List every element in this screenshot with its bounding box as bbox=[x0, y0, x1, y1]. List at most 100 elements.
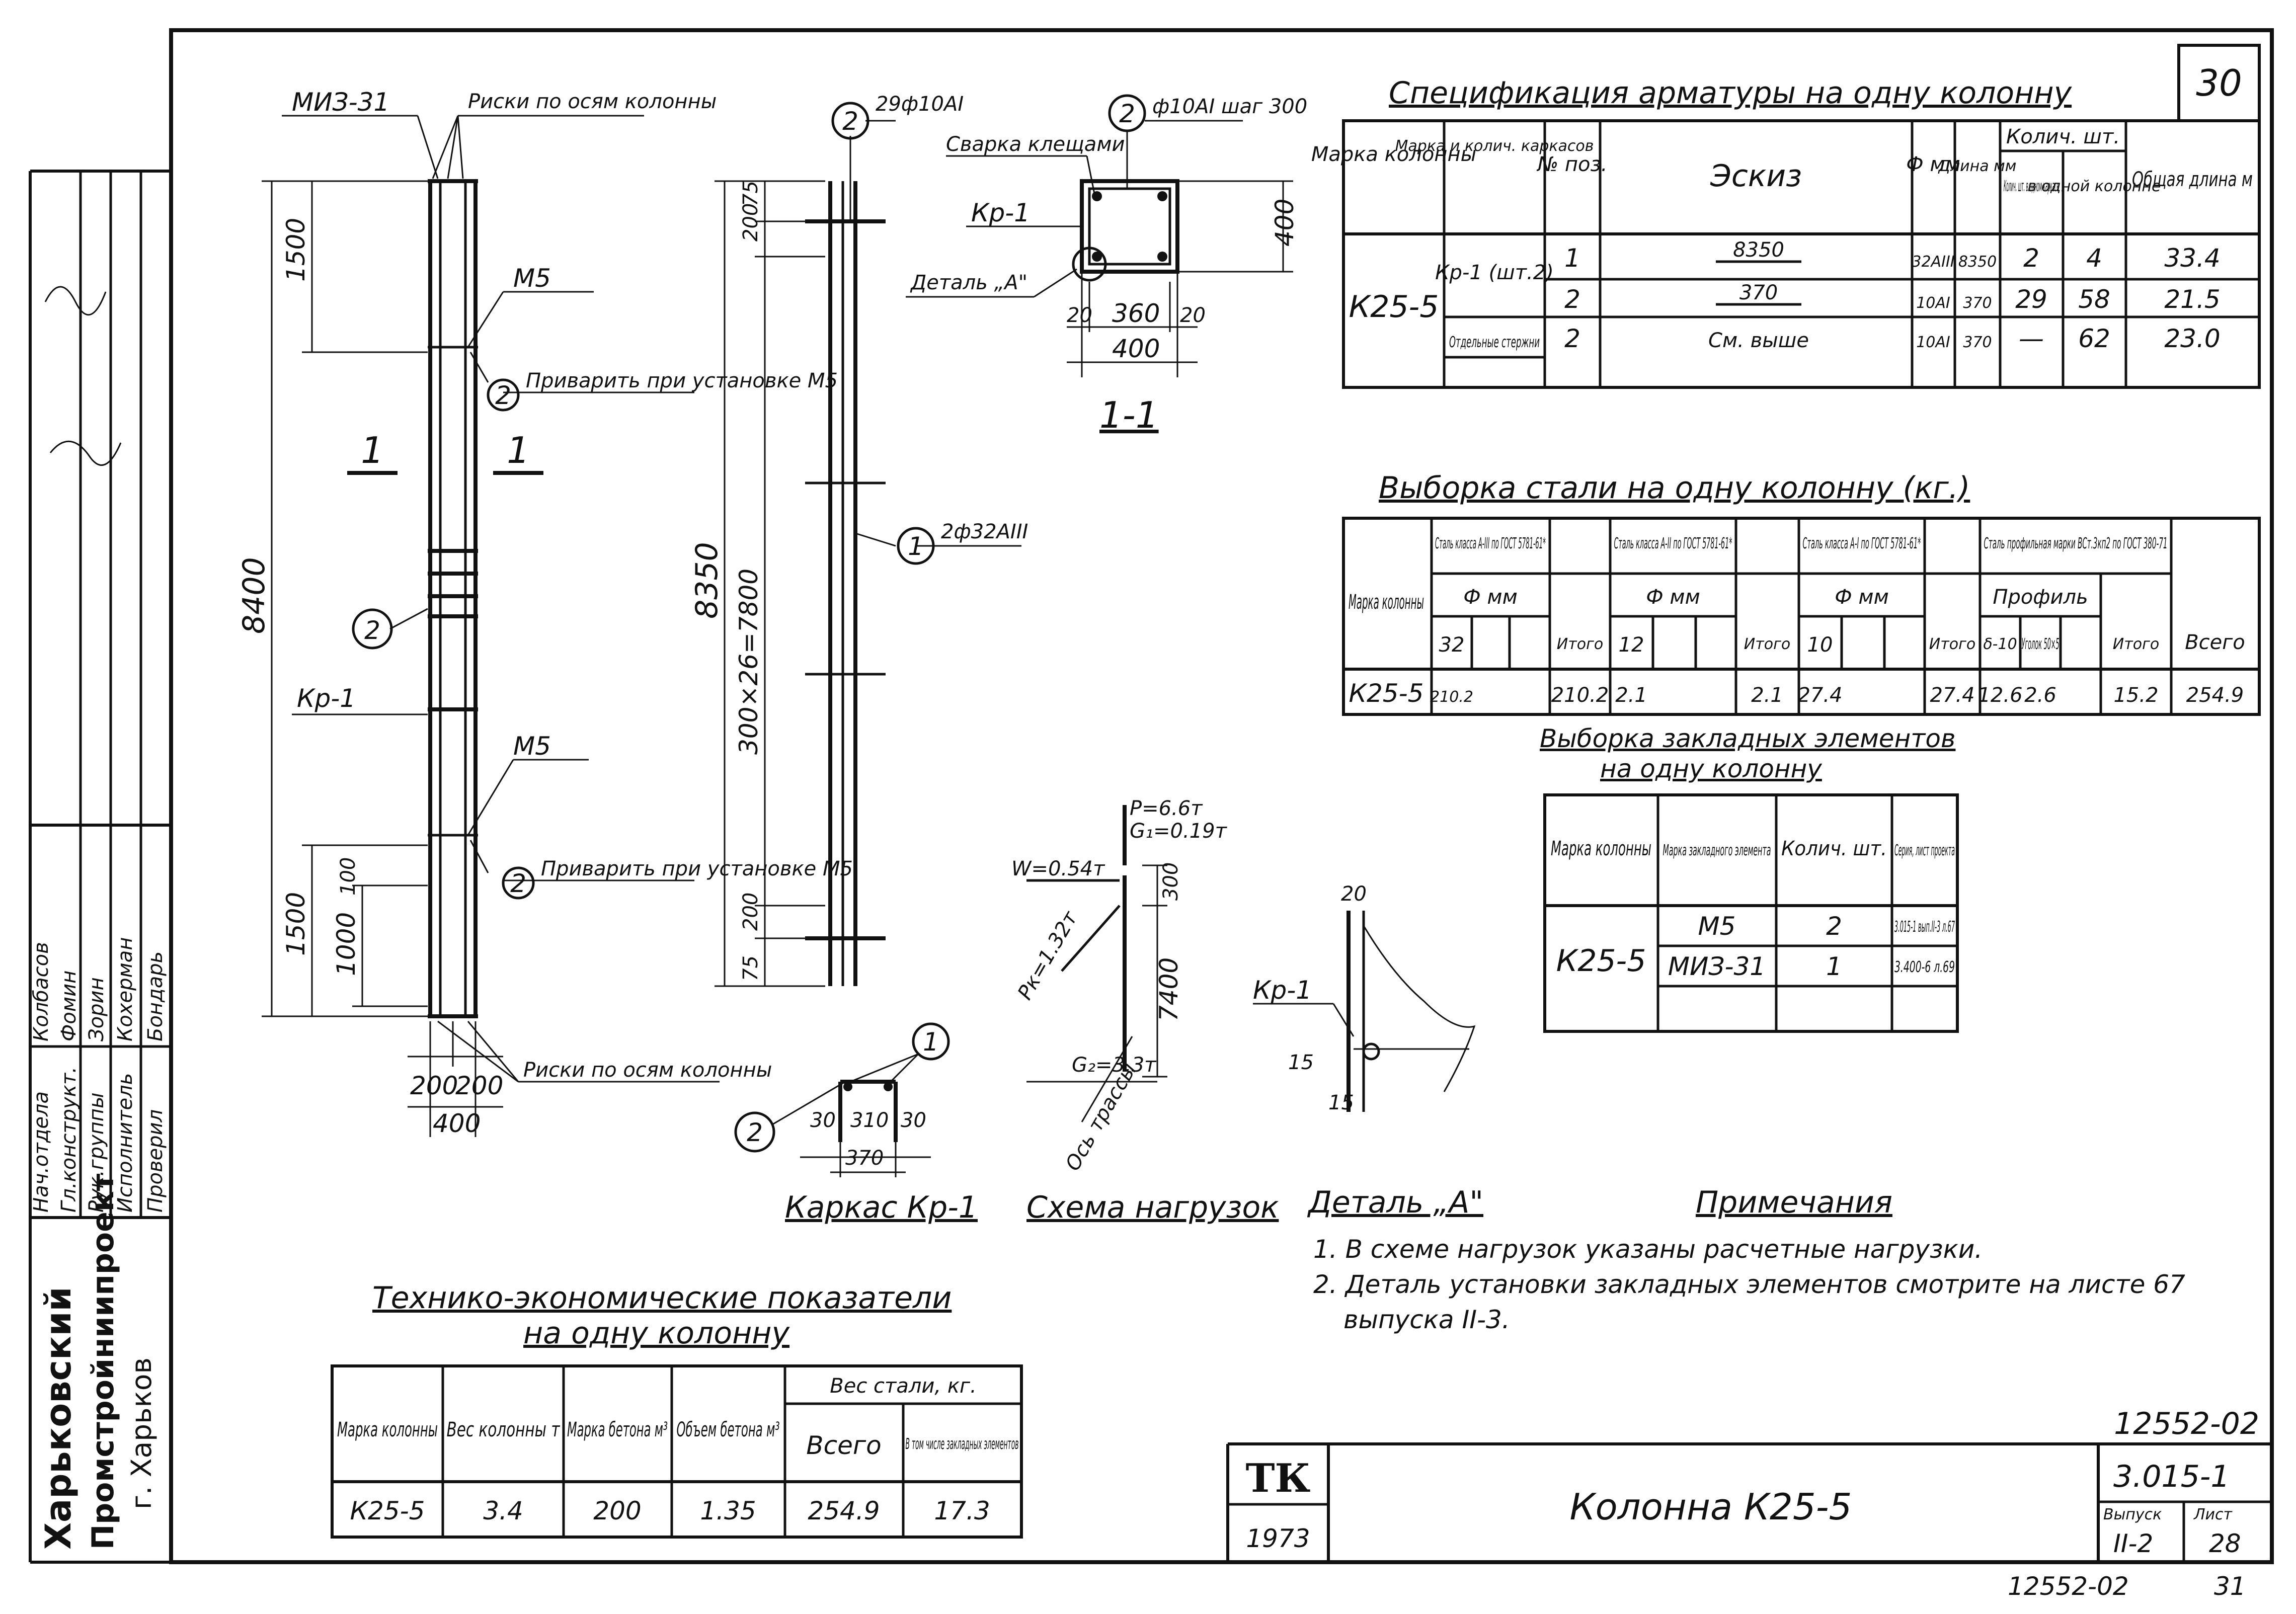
cage-dim-200-bot: 200 bbox=[739, 893, 762, 931]
load-W: W=0.54т bbox=[1011, 857, 1105, 880]
weld-note-b: Приварить при установке М5 bbox=[541, 857, 853, 880]
tep-h-mark: Марка колонны bbox=[337, 1418, 438, 1441]
embed-r1-qty: 1 bbox=[1826, 952, 1842, 981]
steel-sub-32: 32 bbox=[1439, 633, 1465, 657]
stamp-org-2: Промстройниипроект bbox=[86, 1173, 121, 1550]
notes-title: Примечания bbox=[1696, 1185, 1892, 1220]
sheet-frame bbox=[169, 28, 2274, 1564]
spec-r0-q2: 4 bbox=[2086, 244, 2102, 273]
tag-m5-b: М5 bbox=[513, 732, 551, 761]
detA-15a: 15 bbox=[1288, 1051, 1314, 1074]
steel-sub-10: 10 bbox=[1807, 633, 1833, 657]
tep-h-embedded: В том числе закладных элементов bbox=[906, 1435, 1019, 1453]
tag-axes-bot: Риски по осям колонны bbox=[523, 1059, 772, 1082]
stamp-name-0: Колбасов bbox=[30, 942, 53, 1041]
steel-r-a2t: 2.1 bbox=[1751, 684, 1783, 707]
spec-h-qty: Колич. шт. bbox=[2006, 125, 2120, 148]
spec-table: Спецификация арматуры на одну колонну Ма… bbox=[1311, 75, 2261, 389]
steel-h-itogo-p: Итого bbox=[2113, 635, 2159, 653]
steel-h-itogo-a3: Итого bbox=[1557, 635, 1603, 653]
title-logo: ТК bbox=[1246, 1456, 1311, 1501]
sec-kp1: Кр-1 bbox=[971, 198, 1030, 227]
cage-kr1: 2 29ф10АI 1 2ф32АIII 8350 300×26=7800 20… bbox=[689, 93, 1028, 987]
steel-h-itogo-a2: Итого bbox=[1744, 635, 1790, 653]
stamp-role-0: Нач.отдела bbox=[30, 1091, 53, 1213]
title-block: ТК 1973 Колонна К25-5 12552-02 3.015-1 В… bbox=[1226, 1406, 2272, 1601]
spec-r0-pos: 1 bbox=[1564, 244, 1580, 273]
steel-h-a2: Сталь класса А-II по ГОСТ 5781-61* bbox=[1614, 535, 1732, 552]
stamp-name-2: Зорин bbox=[85, 977, 108, 1041]
embed-h-ref: Серия, лист проекта bbox=[1894, 842, 1955, 859]
stamp-org-3: г. Харьков bbox=[125, 1357, 157, 1509]
tep-h-volume: Объем бетона м³ bbox=[677, 1418, 780, 1441]
sec-dim-20a: 20 bbox=[1067, 304, 1092, 327]
steel-sub-angle: Уголок 50×5 bbox=[2022, 635, 2060, 653]
cage-dim-7800: 300×26=7800 bbox=[734, 569, 763, 755]
page-number: 30 bbox=[2196, 62, 2242, 104]
cage-dim-75-bot: 75 bbox=[739, 955, 762, 981]
notes-item-1: 1. В схеме нагрузок указаны расчетные на… bbox=[1313, 1235, 1983, 1264]
tep-h-steel: Вес стали, кг. bbox=[830, 1375, 976, 1398]
title-sheet-label: Лист bbox=[2193, 1506, 2233, 1523]
stamp-org-1: Харьковский bbox=[38, 1286, 79, 1550]
sec-weld: Сварка клещами bbox=[946, 133, 1125, 156]
tep-r-concrete: 200 bbox=[593, 1496, 641, 1525]
tep-h-total: Всего bbox=[806, 1431, 881, 1460]
dim-200-a: 200 bbox=[410, 1071, 458, 1100]
cage-sec-dim-370: 370 bbox=[845, 1147, 884, 1170]
tep-r-embedded: 17.3 bbox=[934, 1496, 990, 1525]
spec-r2-q1: — bbox=[2019, 324, 2044, 353]
stamp-role-2: Рук.группы bbox=[85, 1092, 108, 1213]
embed-r0-qty: 2 bbox=[1826, 912, 1842, 941]
load-G1: G₁=0.19т bbox=[1130, 820, 1228, 843]
steel-r-p1: 12.6 bbox=[1977, 684, 2022, 707]
spec-separate: Отдельные стержни bbox=[1449, 334, 1540, 351]
stamp-name-4: Бондарь bbox=[144, 951, 167, 1041]
spec-h-pos: № поз. bbox=[1537, 153, 1608, 176]
steel-h-mark: Марка колонны bbox=[1349, 591, 1424, 614]
load-G2: G₂=3.3т bbox=[1072, 1054, 1157, 1077]
steel-r-a3: 210.2 bbox=[1430, 688, 1473, 706]
steel-sub-d10: δ-10 bbox=[1983, 635, 2017, 653]
sec-dim-400-h: 400 bbox=[1270, 199, 1299, 247]
title-series: 3.015-1 bbox=[2113, 1459, 2230, 1494]
spec-h-q1: Колич. шт. в одном каркасе bbox=[2004, 178, 2059, 195]
steel-r-p2: 2.6 bbox=[2024, 684, 2056, 707]
load-d7400: 7400 bbox=[1154, 957, 1183, 1021]
steel-title: Выборка стали на одну колонну (кг.) bbox=[1379, 470, 1970, 506]
signature bbox=[44, 286, 122, 466]
elev-pos2-a: 2 bbox=[495, 381, 511, 410]
weld-note-a: Приварить при установке М5 bbox=[526, 369, 838, 392]
cage-dim-200-top: 200 bbox=[739, 203, 762, 241]
cage-dim-8350: 8350 bbox=[689, 542, 725, 619]
tep-r-weight: 3.4 bbox=[483, 1496, 523, 1525]
steel-h-profile: Профиль bbox=[1993, 586, 2088, 609]
spec-h-len: Длина мм bbox=[1938, 157, 2017, 175]
notes: Примечания 1. В схеме нагрузок указаны р… bbox=[1313, 1185, 2185, 1334]
spec-r2-pos: 2 bbox=[1564, 324, 1580, 353]
dim-1500-top: 1500 bbox=[281, 218, 310, 282]
stamp-role-1: Гл.конструкт. bbox=[57, 1067, 81, 1213]
embed-r1-ref: 3.400-6 л.69 bbox=[1894, 958, 1955, 976]
spec-r1-pos: 2 bbox=[1564, 285, 1580, 314]
sec-title: 1-1 bbox=[1099, 394, 1159, 436]
tag-miz31: МИЗ-31 bbox=[292, 88, 389, 117]
spec-r1-q1: 29 bbox=[2015, 285, 2047, 314]
elev-pos2-c: 2 bbox=[364, 616, 380, 645]
tep-r-mark: К25-5 bbox=[350, 1496, 425, 1525]
cage-title: Каркас Кр-1 bbox=[785, 1190, 978, 1225]
spec-h-cage: Марка и колич. каркасов bbox=[1395, 137, 1594, 155]
column-elevation: 1 1 2 2 2 МИЗ-31 Риски по осям колонны М… bbox=[236, 88, 853, 1138]
title-year: 1973 bbox=[1246, 1524, 1310, 1553]
tag-m5-a: М5 bbox=[513, 264, 551, 293]
dim-400: 400 bbox=[433, 1109, 481, 1138]
cage-sec-dim-30b: 30 bbox=[901, 1109, 926, 1132]
left-stamp: Нач.отдела Гл.конструкт. Рук.группы Испо… bbox=[29, 170, 171, 1564]
cage-section: 1 2 30 310 30 370 Каркас Кр-1 bbox=[734, 1022, 978, 1225]
tep-h-weight: Вес колонны т bbox=[447, 1418, 561, 1441]
tag-kp1: Кр-1 bbox=[297, 684, 356, 713]
dim-8400: 8400 bbox=[236, 557, 272, 634]
spec-title: Спецификация арматуры на одну колонну bbox=[1389, 75, 2073, 111]
dim-100: 100 bbox=[337, 857, 360, 896]
section-mark-left: 1 bbox=[361, 429, 384, 471]
